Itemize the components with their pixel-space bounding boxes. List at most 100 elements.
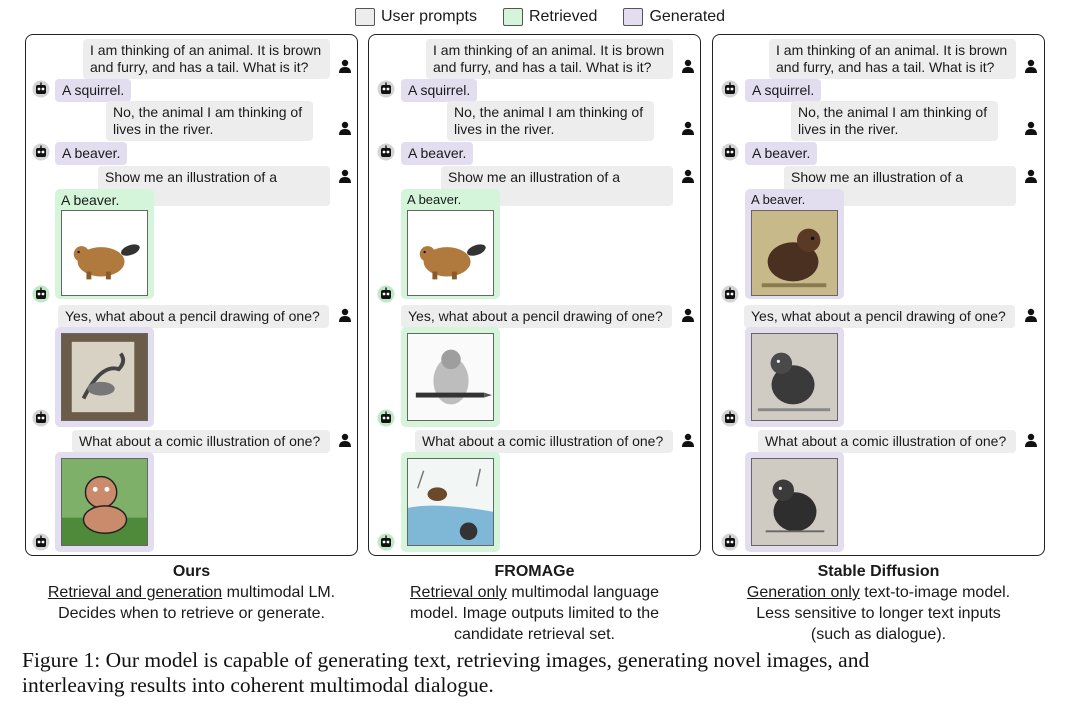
user-bubble-q5: What about a comic illustration of one?	[758, 430, 1016, 453]
legend-label: Generated	[649, 8, 726, 25]
user-bubble-q1: I am thinking of an animal. It is brown …	[83, 39, 330, 79]
bot-icon	[377, 533, 395, 551]
panel-description-rest: text-to-image model.	[859, 584, 1011, 601]
legend-label: User prompts	[380, 8, 477, 25]
bot-icon	[721, 409, 739, 427]
bot-icon	[32, 409, 50, 427]
user-bubble-q2: No, the animal I am thinking of lives in…	[447, 101, 654, 141]
panel-title: FROMAGe	[494, 563, 575, 580]
panel-description-rest: multimodal language	[506, 584, 660, 601]
beaver-illustration-image	[61, 210, 148, 296]
user-icon	[682, 59, 694, 73]
panel-description-line: Generation only text-to-image model.	[712, 582, 1045, 603]
panel-description-line: Retrieval and generation multimodal LM.	[25, 582, 358, 603]
bot-icon	[721, 285, 739, 303]
bubble-line: and furry, and has a tail. What is it?	[776, 59, 995, 75]
user-icon	[1025, 433, 1037, 447]
user-icon	[682, 169, 694, 183]
panel-description-line: Retrieval only multimodal language	[368, 582, 701, 603]
bot-icon	[32, 533, 50, 551]
user-icon	[1025, 59, 1037, 73]
panel-description-line: Decides when to retrieve or generate.	[58, 605, 325, 622]
legend-label: Retrieved	[528, 8, 598, 25]
generated-image-block	[745, 327, 844, 427]
retrieved-image-block: A beaver.	[401, 189, 500, 299]
figure-caption: Figure 1: Our model is capable of genera…	[22, 648, 1062, 698]
bot-reply-a2: A beaver.	[55, 142, 128, 165]
user-bubble-q5: What about a comic illustration of one?	[72, 430, 330, 453]
panel-description-underlined: Retrieval only	[409, 584, 507, 601]
panel-caption-ours: Ours Retrieval and generation multimodal…	[25, 561, 358, 624]
user-icon	[339, 433, 351, 447]
panel-title: Stable Diffusion	[817, 563, 940, 580]
generated-image-block	[55, 327, 154, 427]
bubble-line: No, the animal I am thinking of	[798, 104, 988, 120]
panel-description-rest: multimodal LM.	[222, 584, 336, 601]
bot-icon	[377, 80, 395, 98]
user-icon	[339, 59, 351, 73]
user-bubble-q2: No, the animal I am thinking of lives in…	[791, 101, 998, 141]
legend-item-retrieved: Retrieved	[502, 8, 598, 26]
user-bubble-q4: Yes, what about a pencil drawing of one?	[744, 305, 1015, 328]
panel-stable-diffusion: I am thinking of an animal. It is brown …	[712, 34, 1045, 556]
user-bubble-q2: No, the animal I am thinking of lives in…	[106, 101, 313, 141]
bubble-line: No, the animal I am thinking of	[454, 104, 644, 120]
bot-reply-a1: A squirrel.	[745, 79, 822, 102]
user-bubble-q5: What about a comic illustration of one?	[415, 430, 673, 453]
legend-item-generated: Generated	[623, 8, 725, 26]
panel-caption-stable-diffusion: Stable Diffusion Generation only text-to…	[712, 561, 1045, 645]
beaver-illustration-image	[407, 210, 494, 296]
bubble-line: and furry, and has a tail. What is it?	[433, 59, 652, 75]
legend-swatch-generated	[623, 8, 644, 26]
image-label: A beaver.	[61, 192, 120, 208]
comic-illustration-image	[407, 458, 494, 546]
bot-icon	[721, 80, 739, 98]
bubble-line: No, the animal I am thinking of	[113, 104, 303, 120]
user-bubble-q4: Yes, what about a pencil drawing of one?	[401, 305, 672, 328]
user-icon	[339, 308, 351, 322]
bot-reply-a1: A squirrel.	[401, 79, 478, 102]
bubble-line: and furry, and has a tail. What is it?	[90, 59, 309, 75]
legend: User prompts Retrieved Generated	[0, 8, 1080, 26]
panel-fromage: I am thinking of an animal. It is brown …	[368, 34, 701, 556]
comic-illustration-image	[751, 458, 838, 546]
panel-title: Ours	[172, 563, 211, 580]
user-icon	[1025, 121, 1037, 135]
generated-image-block: A beaver.	[745, 189, 844, 299]
panel-ours: I am thinking of an animal. It is brown …	[25, 34, 358, 556]
image-label: A beaver.	[751, 192, 806, 207]
figure-caption-line: interleaving results into coherent multi…	[22, 673, 494, 697]
pencil-drawing-image	[407, 333, 494, 421]
user-icon	[682, 121, 694, 135]
panel-description-underlined: Generation only	[746, 584, 860, 601]
bot-icon	[377, 285, 395, 303]
bot-icon	[32, 143, 50, 161]
bot-reply-a1: A squirrel.	[55, 79, 132, 102]
bubble-line: lives in the river.	[798, 121, 899, 137]
bubble-line: lives in the river.	[113, 121, 214, 137]
user-bubble-q1: I am thinking of an animal. It is brown …	[769, 39, 1016, 79]
retrieved-image-block	[401, 452, 500, 552]
figure-caption-line: Figure 1: Our model is capable of genera…	[22, 648, 870, 672]
bubble-line: I am thinking of an animal. It is brown	[433, 42, 665, 58]
legend-swatch-retrieved	[502, 8, 523, 26]
bot-icon	[32, 80, 50, 98]
user-icon	[682, 433, 694, 447]
generated-image-block	[55, 452, 154, 552]
user-icon	[1025, 169, 1037, 183]
bubble-line: I am thinking of an animal. It is brown	[776, 42, 1008, 58]
image-label: A beaver.	[407, 192, 462, 207]
bubble-line: lives in the river.	[454, 121, 555, 137]
bot-reply-a2: A beaver.	[401, 142, 474, 165]
user-icon	[682, 308, 694, 322]
legend-item-user-prompts: User prompts	[354, 8, 477, 26]
retrieved-image-block	[401, 327, 500, 427]
comic-illustration-image	[61, 458, 148, 546]
generated-image-block	[745, 452, 844, 552]
bot-icon	[721, 143, 739, 161]
user-bubble-q4: Yes, what about a pencil drawing of one?	[58, 305, 329, 328]
user-icon	[339, 169, 351, 183]
pencil-drawing-image	[61, 333, 148, 421]
panel-description-line: (such as dialogue).	[810, 626, 947, 643]
user-icon	[339, 121, 351, 135]
